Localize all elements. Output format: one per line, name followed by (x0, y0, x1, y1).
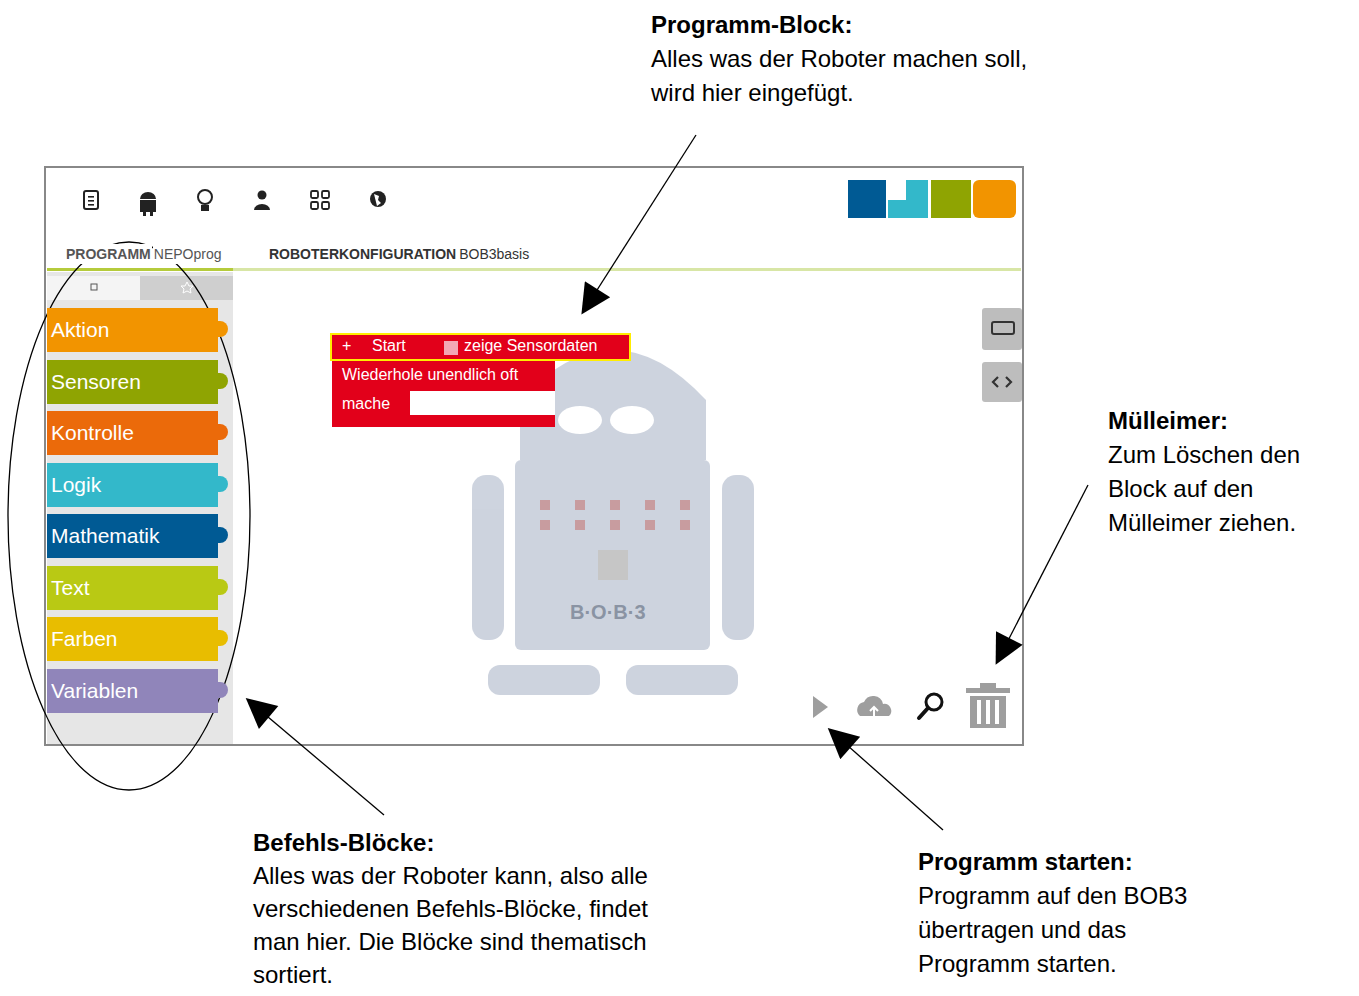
category-label: Aktion (51, 318, 109, 342)
category-block: Logik (47, 463, 218, 507)
tab-title: PROGRAMM (65, 244, 152, 264)
block-notch (216, 630, 228, 646)
category-block: Kontrolle (47, 411, 218, 455)
block-notch (216, 476, 228, 492)
block-text: mache (342, 395, 390, 413)
category-block: Aktion (47, 308, 218, 352)
category-label: Farben (51, 627, 118, 651)
callout-text: Alles was der Roboter kann, also alle ve… (253, 859, 693, 991)
tab-title: ROBOTERKONFIGURATION (268, 244, 457, 264)
block-text: Wiederhole unendlich oft (342, 366, 518, 384)
category-block: Text (47, 566, 218, 610)
block-text: + (342, 337, 351, 355)
block-text: Start (372, 337, 406, 355)
statement-slot (410, 391, 555, 415)
callout-text: Programm auf den BOB3 übertragen und das… (918, 879, 1218, 981)
checkbox (444, 341, 458, 355)
block-notch (216, 424, 228, 440)
tab-value: NEPOprog (153, 244, 223, 264)
callout-text: Zum Löschen den Block auf den Mülleimer … (1108, 438, 1353, 540)
category-label: Text (51, 576, 90, 600)
block-notch (216, 579, 228, 595)
category-label: Mathematik (51, 524, 160, 548)
block-text: zeige Sensordaten (464, 337, 597, 355)
callout-heading: Programm-Block: (651, 8, 852, 42)
block-notch (216, 682, 228, 698)
callout-heading: Mülleimer: (1108, 404, 1228, 438)
robot-print: B·O·B·3 (570, 598, 646, 626)
block-notch (216, 373, 228, 389)
category-block: Farben (47, 617, 218, 661)
category-label: Logik (51, 473, 101, 497)
category-label: Kontrolle (51, 421, 134, 445)
category-block: Sensoren (47, 360, 218, 404)
block-notch (216, 527, 228, 543)
callout-text: Alles was der Roboter machen soll, wird … (651, 42, 1061, 110)
callout-heading: Programm starten: (918, 845, 1133, 879)
tab-value: BOB3basis (458, 244, 530, 264)
loop-bottom (332, 415, 555, 427)
category-label: Sensoren (51, 370, 141, 394)
category-block: Variablen (47, 669, 218, 713)
program-block: + Start zeige SensordatenWiederhole unendl… (330, 333, 631, 429)
block-notch (216, 321, 228, 337)
category-block: Mathematik (47, 514, 218, 558)
category-label: Variablen (51, 679, 138, 703)
callout-heading: Befehls-Blöcke: (253, 826, 434, 860)
